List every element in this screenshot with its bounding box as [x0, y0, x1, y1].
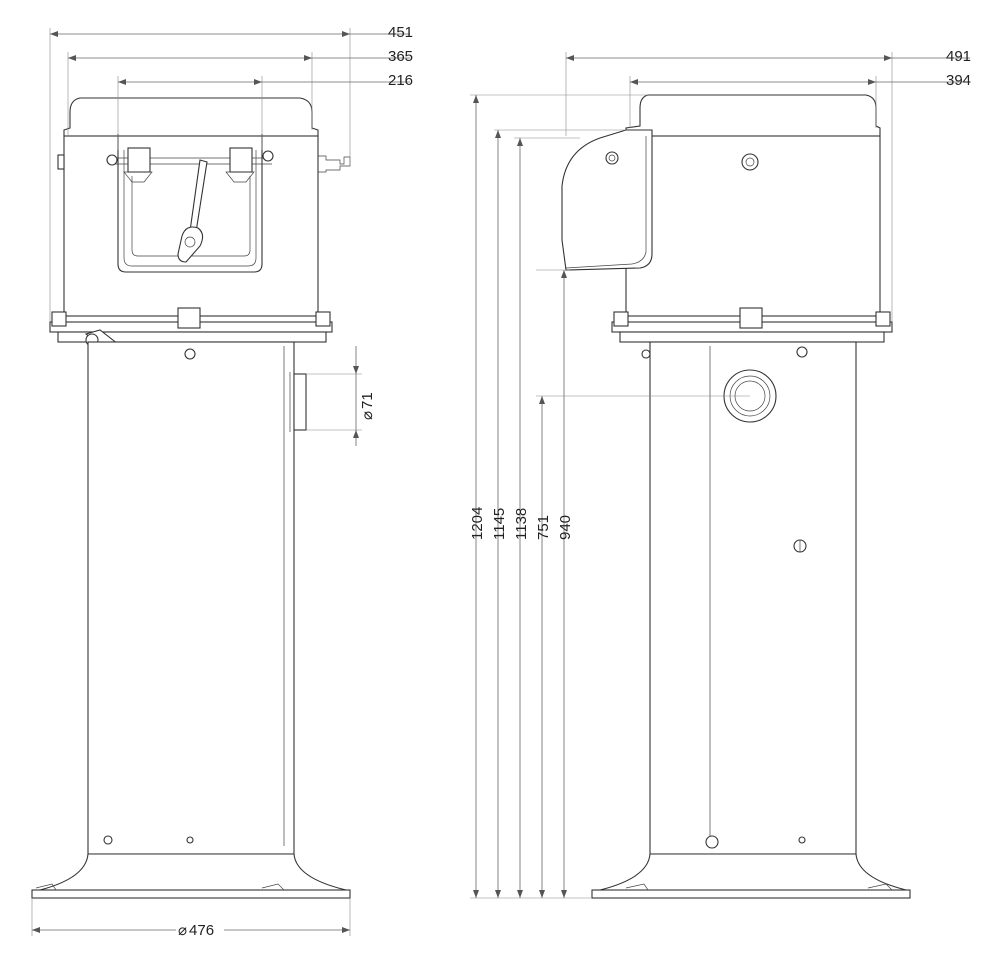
- front-column-bolt-top: [184, 348, 196, 360]
- front-window-frame: [117, 134, 263, 273]
- dim-451-label: 451: [388, 24, 413, 41]
- arrow-940-bottom: [561, 890, 567, 898]
- front-dimensions: 451 365 216 ⌀71 ⌀476: [31, 24, 413, 939]
- front-outlet-pipe: [293, 373, 307, 431]
- arrow-365-left: [68, 55, 76, 61]
- arrow-751-top: [539, 396, 545, 404]
- front-flange-bolt-right: [315, 311, 331, 327]
- front-base-plate: [31, 889, 351, 899]
- dim-71-label: ⌀71: [359, 392, 376, 420]
- front-handle-grip: [177, 226, 204, 263]
- side-column-bolt-top-right: [796, 346, 808, 358]
- dim-491-label: 491: [946, 48, 971, 65]
- side-base-foot-right: [867, 883, 893, 891]
- arrow-216-left: [118, 79, 126, 85]
- dim-940-label: 940: [557, 515, 574, 540]
- side-flange-lower: [619, 331, 885, 343]
- arrow-1138-bottom: [517, 890, 523, 898]
- arrow-394-right: [868, 79, 876, 85]
- front-hinge-right: [229, 147, 253, 173]
- side-column-bolt-top-left: [641, 349, 651, 359]
- dim-1145-label: 1145: [491, 508, 508, 540]
- arrow-365-right: [304, 55, 312, 61]
- arrow-491-left: [566, 55, 574, 61]
- arrow-451-left: [50, 31, 58, 37]
- dim-365-label: 365: [388, 48, 413, 65]
- dim-476-label: ⌀476: [178, 922, 214, 939]
- front-column-bolt-bottom: [186, 836, 194, 844]
- front-hinge-knob-right: [262, 150, 274, 162]
- dim-1204-label: 1204: [469, 507, 486, 540]
- side-column-bolt-bottom: [705, 835, 719, 849]
- side-base-flare: [599, 853, 907, 891]
- front-hinge-right-foot: [225, 171, 255, 183]
- front-hinge-knob-left: [106, 154, 118, 166]
- dim-1138-label: 1138: [513, 508, 530, 540]
- side-base-foot-left: [625, 883, 649, 891]
- side-base-plate: [591, 889, 911, 899]
- arrow-1145-top: [495, 130, 501, 138]
- arrow-71-top: [353, 366, 359, 374]
- arrow-1204-top: [473, 95, 479, 103]
- front-hinge-left-foot: [123, 171, 153, 183]
- arrow-476-left: [32, 927, 40, 933]
- front-column: [87, 341, 295, 855]
- front-flange-clip: [177, 307, 201, 329]
- arrow-216-right: [254, 79, 262, 85]
- front-window-inner: [123, 150, 257, 267]
- front-flange-bolt-left: [51, 311, 67, 327]
- front-handle-pivot: [184, 236, 196, 248]
- front-hinge-left: [127, 147, 151, 173]
- dim-394-label: 394: [946, 72, 971, 89]
- front-column-bolt-bottom-left: [103, 835, 113, 845]
- dim-216-label: 216: [388, 72, 413, 89]
- arrow-940-top: [561, 270, 567, 278]
- side-dimensions: 491 394 1204 1145 1138 751: [469, 48, 971, 899]
- side-chute: [561, 129, 653, 271]
- arrow-394-left: [630, 79, 638, 85]
- front-base-foot-left: [35, 883, 57, 891]
- arrow-491-right: [884, 55, 892, 61]
- side-flange-bolt-right: [875, 311, 891, 327]
- arrow-1138-top: [517, 138, 523, 146]
- arrow-476-right: [342, 927, 350, 933]
- front-right-hose-fitting: [318, 155, 351, 173]
- side-box-fitting-inner: [745, 157, 755, 167]
- front-left-fitting: [57, 154, 65, 170]
- front-base-foot-center: [261, 883, 285, 891]
- side-chute-bolt-inner: [608, 154, 616, 162]
- side-flange-clip: [739, 307, 763, 329]
- side-column: [649, 341, 857, 855]
- dim-751-label: 751: [535, 515, 552, 540]
- arrow-1204-bottom: [473, 890, 479, 898]
- side-chute-edge: [565, 136, 647, 269]
- side-column-bolt-bottom-right: [798, 836, 806, 844]
- front-view: [31, 97, 351, 899]
- arrow-71-bottom: [353, 430, 359, 438]
- side-chute-bolt: [605, 151, 619, 165]
- front-lid: [63, 97, 319, 137]
- side-box-fitting: [741, 153, 759, 171]
- side-view: [561, 94, 911, 899]
- side-flange-bolt-left: [613, 311, 629, 327]
- arrow-751-bottom: [539, 890, 545, 898]
- arrow-451-right: [342, 31, 350, 37]
- arrow-1145-bottom: [495, 890, 501, 898]
- front-base-flare: [39, 853, 347, 891]
- side-lid: [625, 94, 881, 137]
